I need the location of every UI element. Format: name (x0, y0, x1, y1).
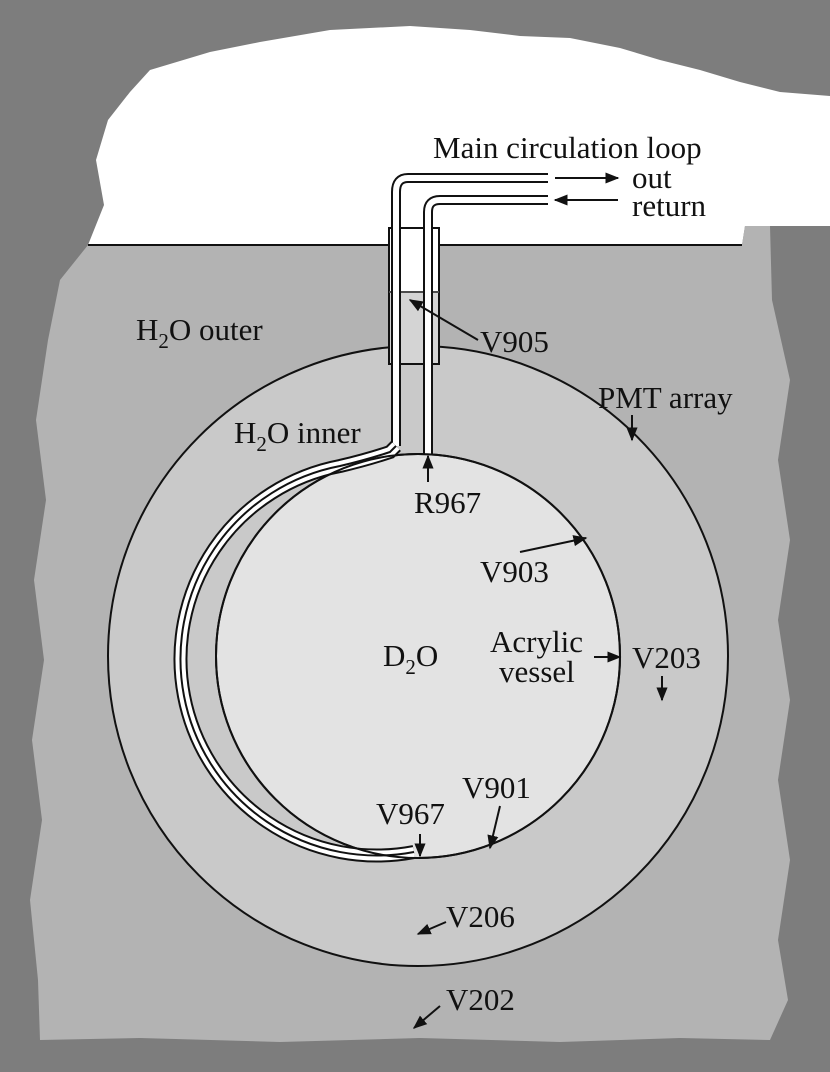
out-label: out (632, 160, 672, 195)
d2o-label: D2O (383, 638, 438, 679)
v905-label: V905 (480, 324, 549, 359)
return-label: return (632, 188, 707, 223)
out-pipe (391, 173, 548, 446)
acrylic-label: Acrylic (490, 624, 583, 659)
return-pipe (423, 195, 548, 454)
v905-arrow (408, 299, 479, 341)
v206-arrow (416, 921, 447, 935)
main-circulation-loop-label: Main circulation loop (433, 130, 702, 165)
v203-label: V203 (632, 640, 701, 675)
h2o-outer-label: H2O outer (136, 312, 263, 353)
v901-arrow (487, 805, 501, 850)
v967-sampling-pipe (173, 441, 416, 863)
cavity-air (88, 26, 830, 245)
r967-label: R967 (414, 485, 481, 520)
v206-label: V206 (446, 899, 515, 934)
v202-arrow (412, 1005, 441, 1029)
v967-label: V967 (376, 796, 445, 831)
pmt-array-label: PMT array (598, 380, 733, 415)
v903-arrow (519, 535, 588, 553)
v202-label: V202 (446, 982, 515, 1017)
h2o-inner-label: H2O inner (234, 415, 361, 456)
v901-label: V901 (462, 770, 531, 805)
v903-label: V903 (480, 554, 549, 589)
vessel-label: vessel (499, 654, 575, 689)
